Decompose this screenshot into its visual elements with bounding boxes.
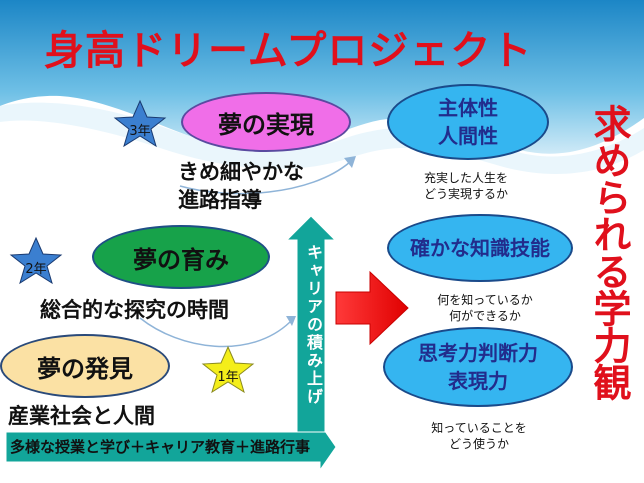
goal-title: 求められる学力観 xyxy=(587,104,631,400)
ability-knowledge: 確かな知識技能 xyxy=(387,214,573,282)
ability-knowledge-note-line2: 何ができるか xyxy=(449,309,521,323)
stage-growth: 夢の育み xyxy=(92,225,270,289)
ability-autonomy-line1: 主体性 xyxy=(438,96,498,120)
curve-arrow-1 xyxy=(139,317,291,348)
stage-discovery-label: 夢の発見 xyxy=(37,354,133,383)
ability-autonomy-note-line1: 充実した人生を xyxy=(423,171,508,185)
ability-thinking-line1: 思考力判断力 xyxy=(418,341,538,365)
curve-arrow-2 xyxy=(179,161,351,195)
ability-autonomy-note-line2: どう実現するか xyxy=(423,187,508,201)
ability-thinking: 思考力判断力 表現力 xyxy=(383,327,573,407)
stage-growth-label: 夢の育み xyxy=(133,245,229,274)
ability-thinking-line2: 表現力 xyxy=(448,369,508,393)
industry-text: 産業社会と人間 xyxy=(8,404,155,428)
ability-knowledge-note: 何を知っているか 何ができるか xyxy=(420,292,550,324)
star-year2-shape xyxy=(9,236,63,285)
star-year3-shape xyxy=(113,99,167,148)
star-year2-label: 2年 xyxy=(25,262,47,277)
ability-thinking-note: 知っていることを どう使うか xyxy=(414,420,544,452)
guidance-text-line2: 進路指導 xyxy=(178,188,262,212)
stage-realization: 夢の実現 xyxy=(181,92,351,152)
page-title: 身高ドリームプロジェクト xyxy=(44,28,533,74)
ability-autonomy-note: 充実した人生を どう実現するか xyxy=(406,170,526,202)
star-year1-shape xyxy=(201,345,255,394)
bottom-arrow-label: 多様な授業と学び＋キャリア教育＋進路行事 xyxy=(10,438,311,456)
star-year1-label: 1年 xyxy=(217,370,239,385)
ability-thinking-note-line1: 知っていることを xyxy=(431,421,527,435)
inquiry-text: 総合的な探究の時間 xyxy=(40,298,229,322)
stage-realization-label: 夢の実現 xyxy=(218,110,314,139)
star-year3-label: 3年 xyxy=(129,124,151,139)
ability-knowledge-label: 確かな知識技能 xyxy=(410,236,550,260)
career-arrow-label: キャリアの積み上げ xyxy=(304,244,323,406)
stage-discovery: 夢の発見 xyxy=(0,334,170,398)
career-arrow-shape xyxy=(285,215,337,433)
big-red-arrow-shape xyxy=(335,270,409,346)
curve-arrow-1-head xyxy=(286,316,296,326)
curve-arrow-2-head xyxy=(344,156,356,168)
guidance-text-line1: きめ細やかな xyxy=(178,160,304,184)
ability-autonomy-line2: 人間性 xyxy=(438,124,498,148)
ability-autonomy: 主体性 人間性 xyxy=(387,84,549,160)
ability-thinking-note-line2: どう使うか xyxy=(448,437,509,451)
ability-knowledge-note-line1: 何を知っているか xyxy=(437,293,533,307)
